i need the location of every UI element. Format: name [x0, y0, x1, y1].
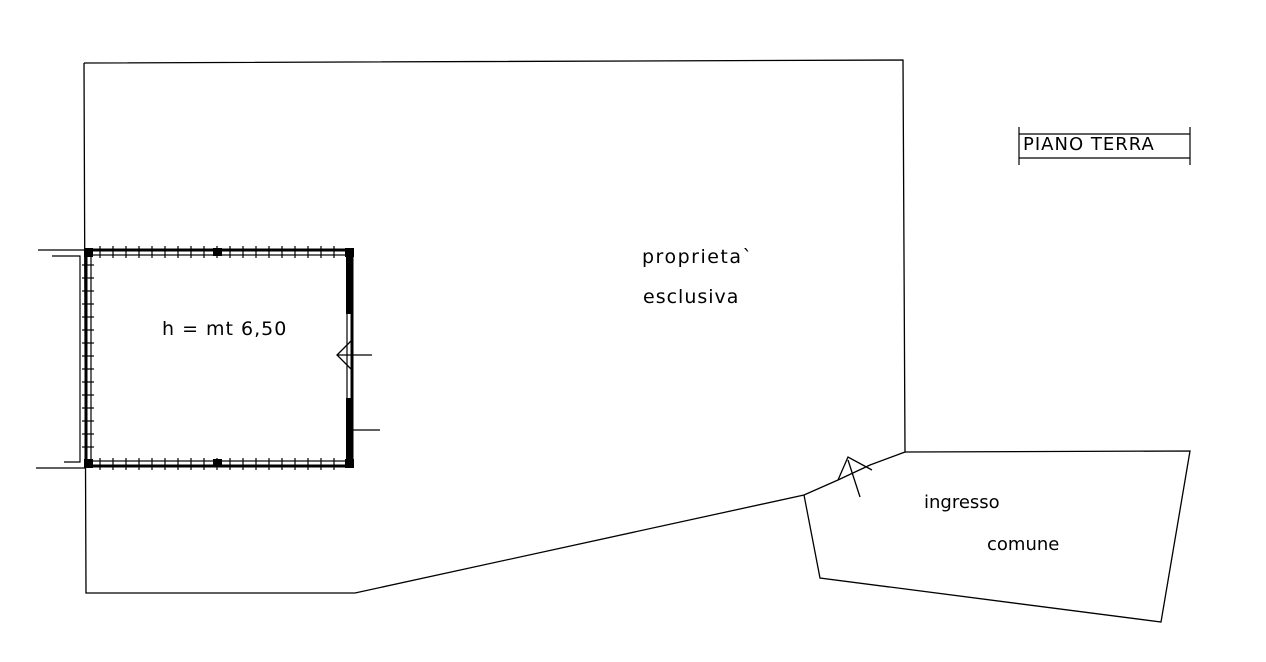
- title-frame: [1018, 127, 1191, 165]
- room-entrance-arrow-icon: [336, 339, 380, 431]
- building-room: [82, 246, 354, 470]
- floor-title: PIANO TERRA: [1023, 134, 1155, 155]
- property-label-line2: esclusiva: [643, 286, 740, 308]
- room-height-label: h = mt 6,50: [162, 318, 288, 340]
- left-wall-stubs: [36, 249, 86, 469]
- property-label-line1: proprieta`: [642, 246, 754, 268]
- entrance-boundary: [803, 450, 1191, 623]
- entrance-label-line2: comune: [987, 534, 1060, 555]
- entrance-label-line1: ingresso: [924, 492, 1000, 513]
- entrance-arrow-icon: [837, 456, 873, 498]
